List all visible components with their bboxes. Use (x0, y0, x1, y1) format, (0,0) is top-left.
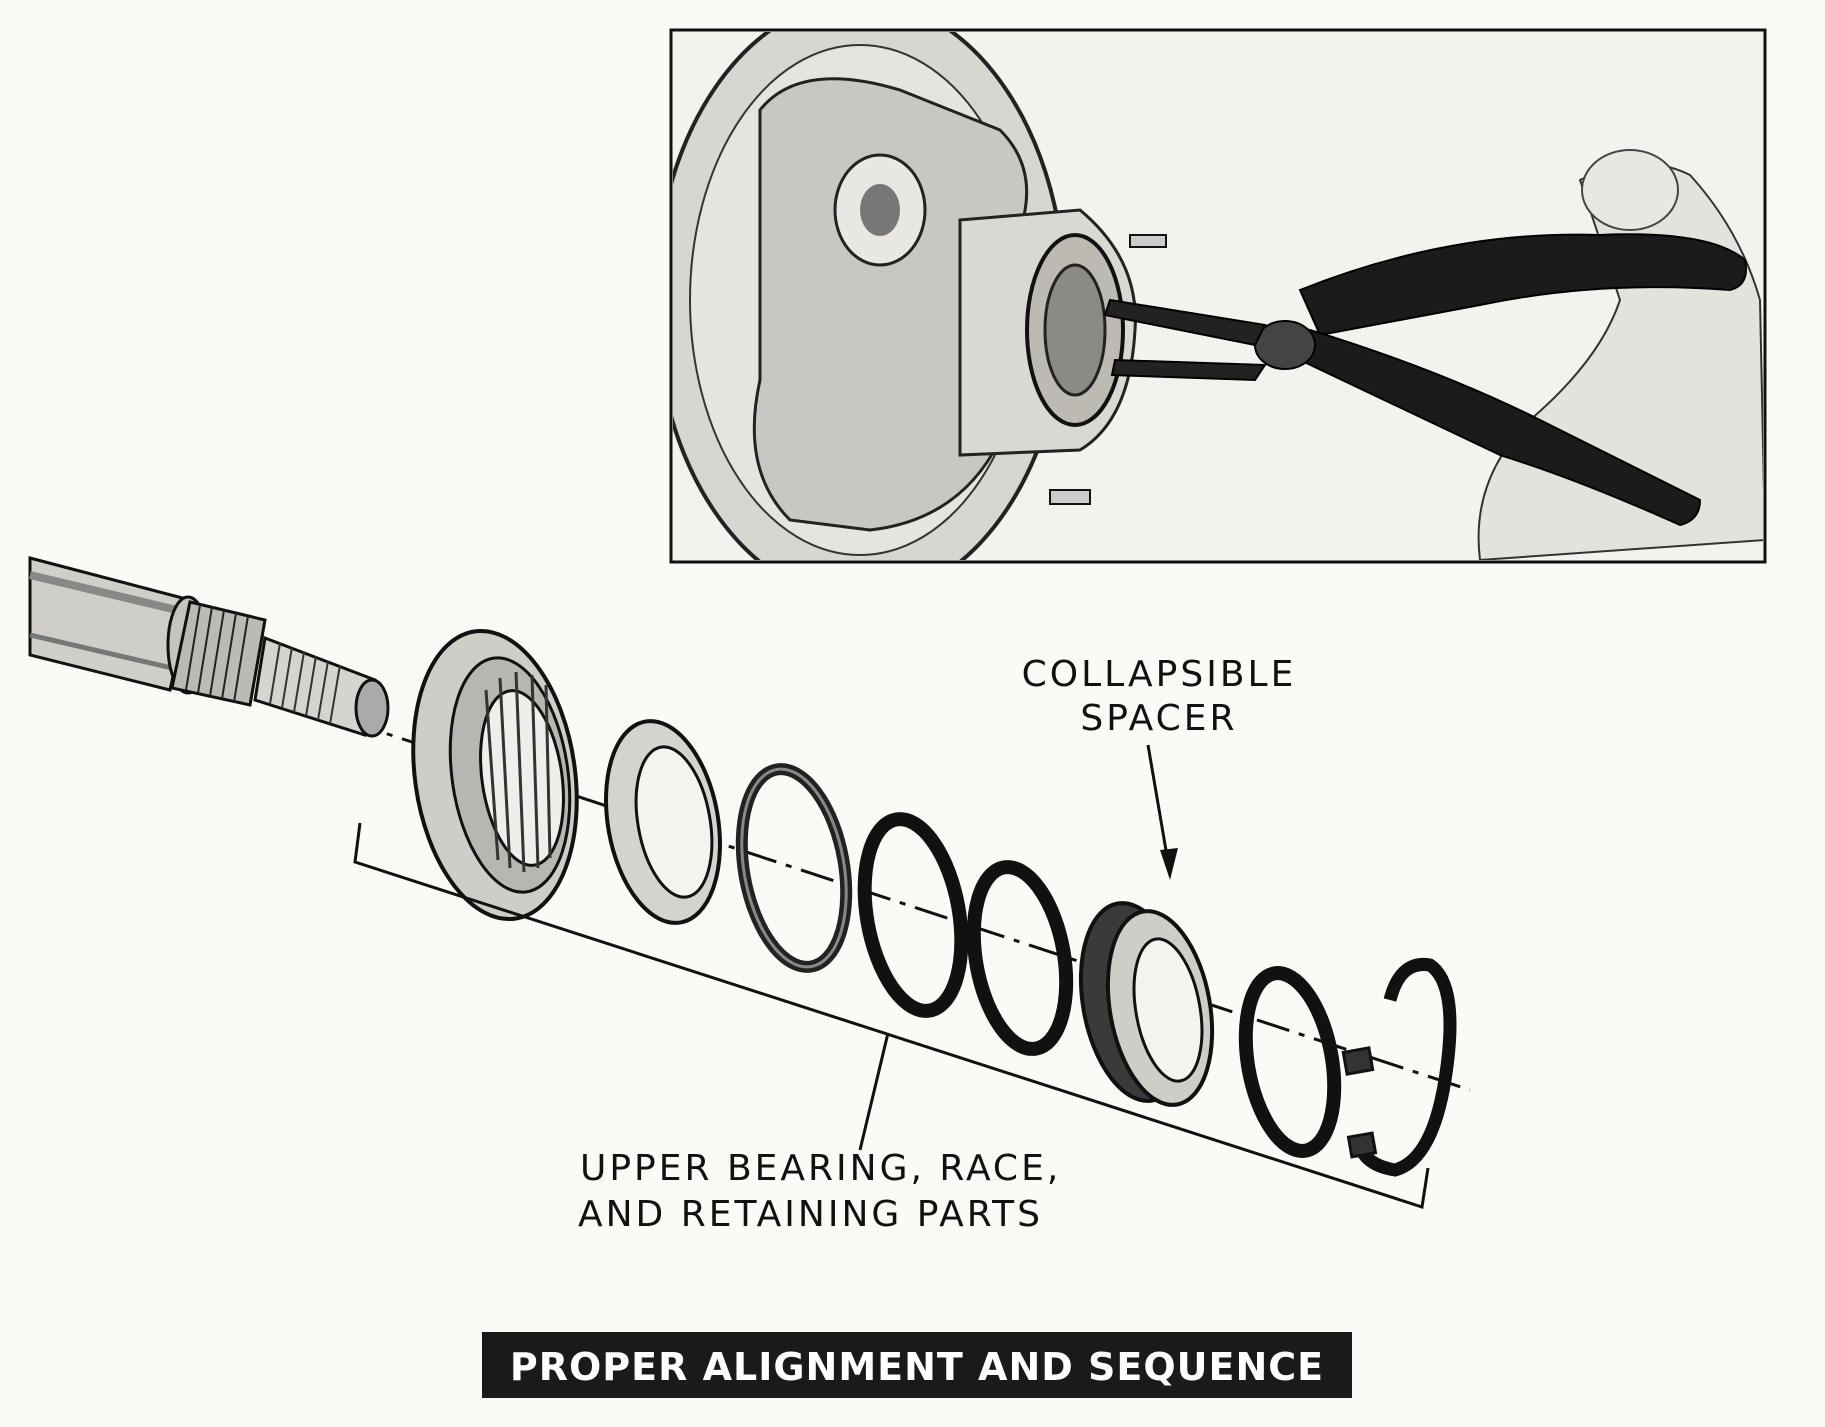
retaining-ring-1 (857, 812, 969, 1018)
group-label-line1: UPPER BEARING, RACE, (580, 1148, 1061, 1189)
roller-bearing (411, 628, 579, 922)
pliers-handle-lower (1298, 328, 1702, 527)
caption-banner (482, 1332, 1352, 1398)
retaining-ring-3 (1238, 966, 1342, 1158)
caption-text: PROPER ALIGNMENT AND SEQUENCE (510, 1345, 1324, 1389)
spacer-arrowhead (1160, 848, 1178, 880)
spacer-label-line2: SPACER (1080, 698, 1237, 739)
shaft (28, 556, 390, 738)
spacer-label-line1: COLLAPSIBLE (1022, 654, 1297, 695)
pliers-jaws (1103, 298, 1267, 382)
washer (735, 763, 853, 973)
retaining-ring-2 (966, 860, 1074, 1056)
inset-photo (669, 28, 1767, 564)
collapsible-spacer (1078, 901, 1215, 1107)
bearing-race (604, 719, 722, 925)
group-label-line2: AND RETAINING PARTS (578, 1194, 1043, 1235)
snap-ring (1353, 957, 1457, 1177)
bracket-leader (858, 1032, 890, 1151)
pliers-handle-upper (1298, 233, 1747, 337)
spacer-leader (1146, 744, 1170, 863)
